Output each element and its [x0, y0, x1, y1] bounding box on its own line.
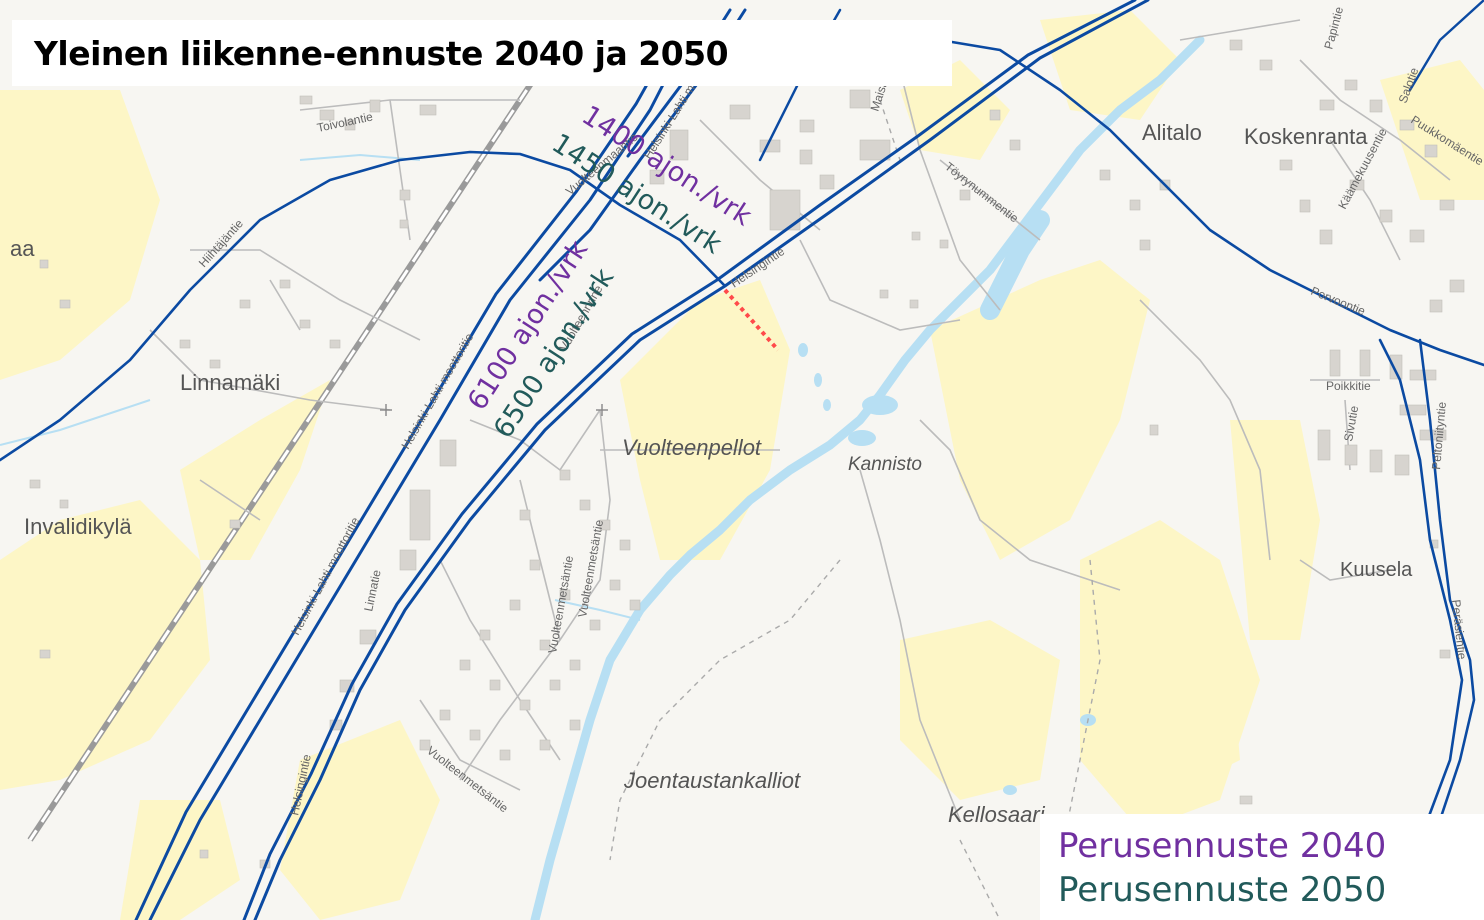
helsingintie-road	[253, 0, 1150, 920]
field-area	[180, 380, 330, 560]
field-area	[1180, 620, 1240, 780]
legend-2050: Perusennuste 2050	[1058, 870, 1387, 910]
field-area	[0, 500, 210, 790]
river-widening	[980, 210, 1050, 320]
railway	[27, 68, 543, 842]
road-peltoniityntie: Peltoniityntie	[1429, 401, 1449, 470]
pond	[823, 399, 831, 411]
eastern-road	[1408, 338, 1476, 882]
field-area	[900, 620, 1060, 800]
map-title: Yleinen liikenne-ennuste 2040 ja 2050	[34, 34, 729, 73]
field-area	[280, 720, 440, 920]
river	[530, 35, 1205, 920]
pond	[798, 343, 808, 357]
place-alitalo: Alitalo	[1142, 120, 1202, 145]
water-features	[0, 35, 1205, 920]
place-kellosaari: Kellosaari	[948, 802, 1046, 827]
pond	[1003, 785, 1017, 795]
eastern-road	[1408, 0, 1484, 92]
eastern-road	[1378, 338, 1464, 902]
pond	[814, 373, 822, 387]
field-area	[620, 280, 790, 560]
pond	[848, 430, 876, 446]
helsingintie-road	[242, 0, 1137, 920]
field-area	[1380, 60, 1484, 200]
stream	[299, 153, 421, 161]
field-area	[0, 90, 160, 380]
place-aa: aa	[10, 236, 35, 261]
place-names: Linnamäki Invalidikylä Vuolteenpellot Ka…	[10, 120, 1413, 827]
place-joentaustankalliot: Joentaustankalliot	[623, 768, 801, 793]
measurement-line	[723, 288, 780, 352]
road-poikkitie: Poikkitie	[1326, 379, 1371, 393]
porvoontie-road	[938, 38, 1484, 367]
place-vuolteenpellot: Vuolteenpellot	[622, 435, 762, 460]
title-panel: Yleinen liikenne-ennuste 2040 ja 2050	[12, 20, 952, 86]
pond	[862, 395, 898, 415]
western-road	[0, 150, 727, 462]
junction-marks	[380, 404, 608, 416]
stream	[554, 599, 641, 621]
field-area	[1230, 420, 1320, 640]
local-roads	[149, 19, 1451, 821]
motorway	[148, 38, 688, 920]
place-kuusela: Kuusela	[1340, 559, 1413, 581]
motorway	[134, 38, 674, 920]
road-perasientie: Peräsientie	[1449, 599, 1469, 660]
place-invalidikyla: Invalidikylä	[24, 514, 132, 539]
legend-panel: Perusennuste 2040 Perusennuste 2050	[1040, 814, 1484, 920]
road-sivutie: Sivutie	[1341, 404, 1361, 442]
place-koskenranta: Koskenranta	[1244, 124, 1368, 149]
buildings	[29, 39, 1465, 869]
place-linnamaki: Linnamäki	[180, 370, 280, 395]
legend-2040: Perusennuste 2040	[1058, 826, 1387, 866]
place-kannisto: Kannisto	[848, 454, 922, 475]
field-area	[930, 260, 1150, 560]
stream	[0, 399, 151, 446]
